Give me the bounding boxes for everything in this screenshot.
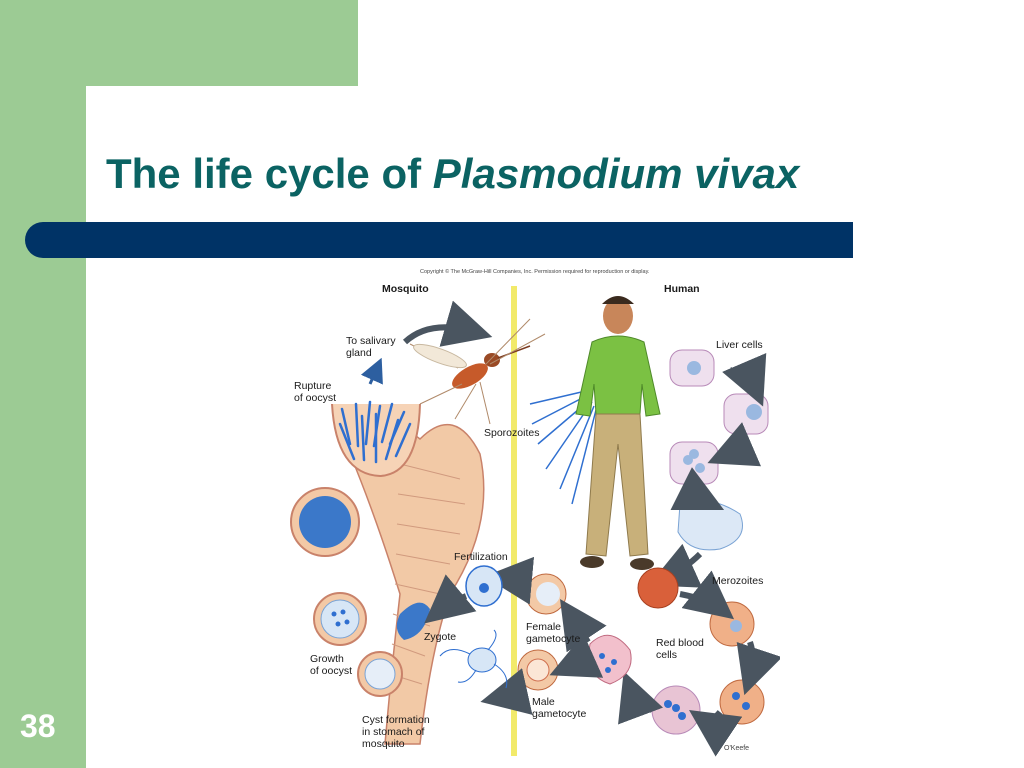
- oocyst-early: [357, 651, 403, 697]
- life-cycle-diagram: Copyright © The McGraw-Hill Companies, I…: [280, 264, 780, 760]
- arrow-rbc-2: [736, 641, 780, 696]
- burst-rbc: [588, 634, 632, 685]
- arrow-liver-2: [707, 422, 762, 467]
- label-cyst-2: in stomach of: [362, 726, 425, 738]
- label-to-salivary-1: To salivary: [346, 335, 396, 347]
- oocyst-growth: [313, 592, 367, 646]
- arrow-fert-to-zygote: [424, 574, 477, 624]
- arrow-liver-1: [722, 352, 767, 407]
- arrow-rbc-1: [679, 570, 735, 620]
- liver-cell-rupture: [677, 500, 743, 551]
- label-rupture-1: Rupture: [294, 380, 332, 392]
- arrow-sporozoite-release: [360, 357, 383, 385]
- top-green-band: [0, 0, 358, 86]
- arrow-liver-3: [670, 467, 725, 511]
- label-liver-cells: Liver cells: [716, 339, 763, 351]
- label-zygote: Zygote: [424, 631, 456, 643]
- liver-cell-2: [723, 393, 769, 435]
- title-underline-bar: [25, 222, 853, 258]
- ruptured-oocyst: [331, 400, 421, 478]
- female-gametocyte-cell: [525, 573, 567, 615]
- rbc-1: [637, 567, 679, 609]
- male-gametocyte-cell: [517, 649, 559, 691]
- label-cyst-3: mosquito: [362, 738, 405, 750]
- label-cyst-1: Cyst formation: [362, 714, 430, 726]
- label-red-blood-2: cells: [656, 649, 677, 661]
- slide-number: 38: [20, 708, 56, 744]
- title-plain: The life cycle of: [106, 150, 433, 197]
- arrow-to-male: [549, 633, 604, 678]
- header-mosquito: Mosquito: [382, 283, 429, 295]
- sporozoite-spray: [529, 389, 597, 505]
- rbc-4: [651, 685, 701, 735]
- label-rupture-2: of oocyst: [294, 392, 336, 404]
- oocyst-large: [290, 487, 360, 557]
- slide-title: The life cycle of Plasmodium vivax: [106, 150, 799, 198]
- label-male-2: gametocyte: [532, 708, 586, 720]
- human-figure: [575, 296, 661, 570]
- arrow-rbc-4: [618, 671, 664, 725]
- male-gamete-cell: [439, 629, 508, 689]
- mosquito-illustration: [409, 318, 546, 425]
- arrow-to-salivary: [402, 300, 493, 347]
- left-green-band: [0, 0, 86, 768]
- rbc-3: [719, 679, 765, 725]
- arrow-rbc-3: [689, 710, 743, 757]
- label-male-1: Male: [532, 696, 555, 708]
- liver-cell-3: [669, 441, 719, 485]
- label-fertilization: Fertilization: [454, 551, 508, 563]
- liver-cell-1: [669, 349, 715, 387]
- copyright-note: Copyright © The McGraw-Hill Companies, I…: [420, 268, 650, 275]
- label-to-salivary-2: gland: [346, 347, 372, 359]
- arrow-female-to-fert: [484, 556, 535, 605]
- label-red-blood-1: Red blood: [656, 637, 704, 649]
- label-merozoites: Merozoites: [712, 575, 763, 587]
- zygote-cell: [396, 602, 430, 640]
- label-female-2: gametocyte: [526, 633, 580, 645]
- label-growth-2: of oocyst: [310, 665, 352, 677]
- label-female-1: Female: [526, 621, 561, 633]
- arrow-male-to-mosquito: [480, 668, 533, 715]
- header-human: Human: [664, 283, 700, 295]
- artist-credit: O'Keefe: [724, 745, 749, 752]
- fertilization-cell: [465, 565, 503, 607]
- title-italic: Plasmodium vivax: [432, 150, 800, 197]
- label-sporozoites: Sporozoites: [484, 427, 539, 439]
- label-growth-1: Growth: [310, 653, 344, 665]
- mosquito-human-divider: [511, 286, 517, 756]
